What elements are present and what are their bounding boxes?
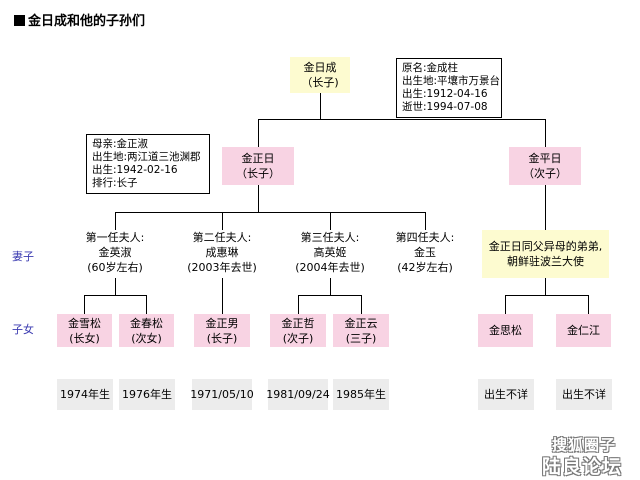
wife-1: 第一任夫人: 金英淑 (60岁左右) <box>70 230 160 275</box>
child-node-1: 金雪松 (长女) <box>57 314 112 347</box>
wife-title: 第一任夫人: <box>85 231 145 244</box>
mother-info-box: 母亲:金正淑 出生地:两江道三池渊郡 出生:1942-02-16 排行:长子 <box>86 134 210 194</box>
root-info-box: 原名:金成柱 出生地:平壤市万景台 出生:1912-04-16 逝世:1994-… <box>396 58 502 118</box>
son-name: 金平日 <box>528 152 562 165</box>
child-node-4: 金正哲 (次子) <box>270 314 326 347</box>
mother-info-line: 出生:1942-02-16 <box>92 164 178 176</box>
brother-note-line: 金正日同父异母的弟弟, <box>488 240 603 253</box>
child-name: 金正哲 <box>281 316 315 330</box>
child-role: (三子) <box>345 331 377 345</box>
child-name: 金仁江 <box>567 324 600 337</box>
son-node-kim-pyong-il: 金平日 （次子） <box>509 147 581 185</box>
root-info-line: 原名:金成柱 <box>402 62 459 74</box>
child-node-7: 金仁江 <box>556 314 611 347</box>
mother-info-line: 排行:长子 <box>92 177 138 189</box>
wife-name: 金玉 <box>414 246 436 259</box>
wife-note: (2004年去世) <box>295 261 365 274</box>
birth-box-2: 1976年生 <box>119 379 175 410</box>
birth-box-5: 1985年生 <box>333 379 389 410</box>
child-node-2: 金春松 (次女) <box>119 314 174 347</box>
wife-4: 第四任夫人: 金玉 (42岁左右) <box>382 230 468 275</box>
wife-note: (42岁左右) <box>397 261 453 274</box>
wife-note: (2003年去世) <box>187 261 257 274</box>
birth-box-1: 1974年生 <box>57 379 113 410</box>
wife-title: 第二任夫人: <box>192 231 252 244</box>
root-info-line: 出生:1912-04-16 <box>402 88 488 100</box>
child-node-6: 金思松 <box>478 314 533 347</box>
child-node-5: 金正云 (三子) <box>333 314 389 347</box>
wife-name: 成惠琳 <box>205 246 239 259</box>
son-role: （长子） <box>236 167 280 180</box>
wife-name: 高英姬 <box>313 246 347 259</box>
mother-info-line: 出生地:两江道三池渊郡 <box>92 151 201 163</box>
child-name: 金正男 <box>205 316 239 330</box>
son-node-kim-jong-il: 金正日 （长子） <box>222 147 294 185</box>
child-node-3: 金正男 (长子) <box>194 314 250 347</box>
row-label-children: 子女 <box>12 323 34 336</box>
root-node-kim-il-sung: 金日成 （长子) <box>290 57 350 93</box>
wife-title: 第四任夫人: <box>395 231 455 244</box>
child-name: 金正云 <box>344 316 378 330</box>
watermark-logo-bottom: 陆良论坛 <box>542 456 623 478</box>
birth-box-7: 出生不详 <box>556 379 612 410</box>
page-title: 金日成和他的子孙们 <box>14 10 145 29</box>
child-role: (次女) <box>131 331 162 345</box>
child-role: (长子) <box>206 331 238 345</box>
wife-title: 第三任夫人: <box>300 231 360 244</box>
root-info-line: 逝世:1994-07-08 <box>402 101 488 113</box>
son-role: （次子） <box>523 167 567 180</box>
wife-2: 第二任夫人: 成惠琳 (2003年去世) <box>177 230 267 275</box>
wife-3: 第三任夫人: 高英姬 (2004年去世) <box>285 230 375 275</box>
root-name: 金日成 <box>303 61 337 74</box>
watermark-logo-top: 搜狐圈子 <box>552 436 617 454</box>
wife-name: 金英淑 <box>98 246 132 259</box>
son-name: 金正日 <box>241 152 275 165</box>
child-name: 金思松 <box>489 324 522 337</box>
row-label-wives: 妻子 <box>12 250 34 263</box>
wife-note: (60岁左右) <box>87 261 143 274</box>
root-role: （长子) <box>301 76 339 89</box>
child-role: (次子) <box>282 331 314 345</box>
birth-box-3: 1971/05/10 <box>190 379 254 410</box>
square-bullet-icon <box>14 15 25 26</box>
brother-note-box: 金正日同父异母的弟弟, 朝鲜驻波兰大使 <box>482 230 609 278</box>
birth-box-6: 出生不详 <box>478 379 534 410</box>
child-name: 金春松 <box>130 316 163 330</box>
brother-note-line: 朝鲜驻波兰大使 <box>507 255 584 268</box>
mother-info-line: 母亲:金正淑 <box>92 138 149 150</box>
child-role: (长女) <box>69 331 100 345</box>
birth-box-4: 1981/09/24 <box>266 379 330 410</box>
child-name: 金雪松 <box>68 316 101 330</box>
root-info-line: 出生地:平壤市万景台 <box>402 75 501 87</box>
